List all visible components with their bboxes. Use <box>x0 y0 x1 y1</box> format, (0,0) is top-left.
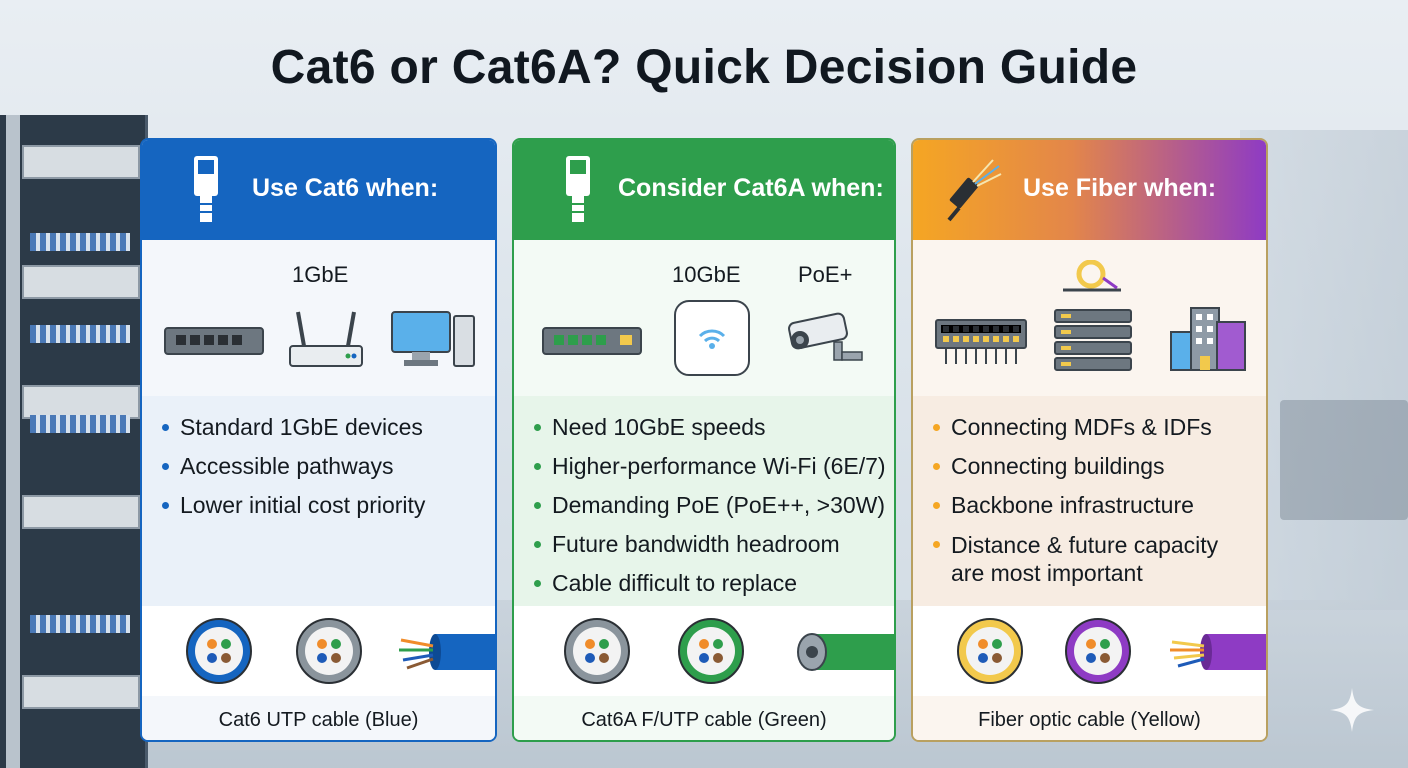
rack-unit <box>22 675 140 709</box>
green-cable-cross-section-icon <box>678 618 744 684</box>
yellow-cable-cross-section-icon <box>957 618 1023 684</box>
rack-ports <box>30 415 130 433</box>
cat6a-card-header: Consider Cat6A when: <box>514 140 894 240</box>
fiber-bullet-list: Connecting MDFs & IDFs Connecting buildi… <box>933 408 1218 586</box>
gray-cable-cross-section-icon <box>564 618 630 684</box>
cat6a-caption: Cat6A F/UTP cable (Green) <box>514 696 894 740</box>
device-label-poe: PoE+ <box>798 262 853 287</box>
background-office-wall <box>1240 130 1408 610</box>
cat6a-card: Consider Cat6A when: 10GbE PoE+ Need 10G… <box>512 138 896 742</box>
rack-ports <box>30 233 130 251</box>
list-item: Connecting buildings <box>933 447 1218 486</box>
list-item: Standard 1GbE devices <box>162 408 425 447</box>
fiber-card-header: Use Fiber when: <box>913 140 1266 240</box>
purple-cable-cross-section-icon <box>1065 618 1131 684</box>
list-item: Future bandwidth headroom <box>534 525 886 564</box>
wifi-router-icon <box>289 311 363 367</box>
background-monitor <box>1280 400 1408 520</box>
list-item: Lower initial cost priority <box>162 486 425 525</box>
list-item: Connecting MDFs & IDFs <box>933 408 1218 447</box>
list-item-continuation: are most important <box>951 560 1143 586</box>
server-rack-icon <box>1054 309 1132 371</box>
page-title: Cat6 or Cat6A? Quick Decision Guide <box>270 41 1138 94</box>
network-switch-icon <box>164 327 264 355</box>
purple-fiber-cable-end-icon <box>1170 634 1266 670</box>
cat6a-devices: 10GbE PoE+ <box>514 240 894 396</box>
green-cable-end-icon <box>797 633 894 671</box>
list-item: Backbone infrastructure <box>933 486 1218 525</box>
cat6-card: Use Cat6 when: 1GbE Standard 1GbE device… <box>140 138 497 742</box>
fiber-heading: Use Fiber when: <box>1023 174 1217 202</box>
device-label-10gbe: 10GbE <box>672 262 741 287</box>
wifi-access-point-icon <box>674 300 750 376</box>
cat6a-bullet-list: Need 10GbE speeds Higher-performance Wi-… <box>534 408 886 603</box>
rack-unit <box>22 385 140 419</box>
cat6-card-header: Use Cat6 when: <box>142 140 495 240</box>
list-item: Distance & future capacity <box>933 525 1218 560</box>
rack-ports <box>30 615 130 633</box>
rack-rail <box>6 115 20 768</box>
fiber-bullets: Connecting MDFs & IDFs Connecting buildi… <box>913 396 1266 606</box>
rj45-connector-icon <box>566 156 590 222</box>
gray-cable-cross-section-icon <box>296 618 362 684</box>
fiber-connector-icon <box>947 159 1002 222</box>
cat6a-bullets: Need 10GbE speeds Higher-performance Wi-… <box>514 396 894 606</box>
cat6a-heading: Consider Cat6A when: <box>618 174 884 202</box>
rack-unit <box>22 495 140 529</box>
fiber-card: Use Fiber when: <box>911 138 1268 742</box>
list-item: Cable difficult to replace <box>534 564 886 603</box>
fiber-devices <box>913 240 1266 396</box>
fiber-cables <box>913 606 1266 696</box>
network-switch-icon <box>542 327 642 355</box>
cat6-bullet-list: Standard 1GbE devices Accessible pathway… <box>162 408 425 525</box>
list-item: Accessible pathways <box>162 447 425 486</box>
list-item: Higher-performance Wi-Fi (6E/7) <box>534 447 886 486</box>
server-rack-background <box>0 115 148 768</box>
cat6-heading: Use Cat6 when: <box>252 174 439 202</box>
cat6-bullets: Standard 1GbE devices Accessible pathway… <box>142 396 495 606</box>
patch-panel-icon <box>935 319 1027 364</box>
cat6-cables <box>142 606 495 696</box>
security-camera-icon <box>788 312 863 361</box>
fiber-caption: Fiber optic cable (Yellow) <box>913 696 1266 740</box>
blue-cable-end-icon <box>399 634 495 670</box>
sparkle-watermark-icon <box>1330 688 1374 732</box>
cat6a-cables <box>514 606 894 696</box>
rj45-connector-icon <box>194 156 218 222</box>
buildings-icon <box>1170 307 1246 371</box>
blue-cable-cross-section-icon <box>186 618 252 684</box>
rack-ports <box>30 325 130 343</box>
rack-unit <box>22 145 140 179</box>
device-label-1gbe: 1GbE <box>292 262 349 287</box>
cat6-caption: Cat6 UTP cable (Blue) <box>142 696 495 740</box>
rack-unit <box>22 265 140 299</box>
list-item: Demanding PoE (PoE++, >30W) <box>534 486 886 525</box>
cat6-devices: 1GbE <box>142 240 495 396</box>
fiber-spool-icon <box>1063 260 1121 292</box>
desktop-computer-icon <box>391 311 475 367</box>
list-item: Need 10GbE speeds <box>534 408 886 447</box>
